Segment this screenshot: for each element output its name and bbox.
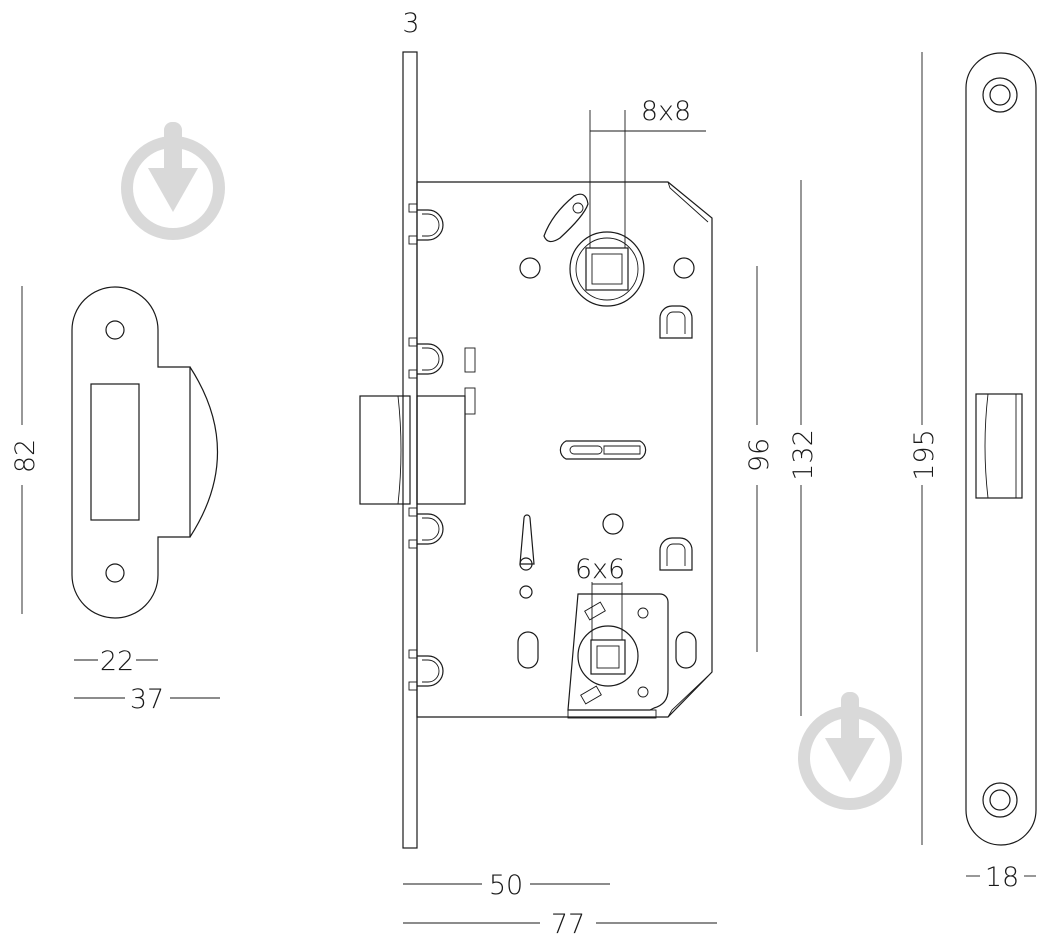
strike-total-width-label: 37 (130, 684, 164, 715)
strike-width-dimensions (74, 659, 220, 699)
download-arrow-icon (798, 692, 902, 810)
faceplate-thickness-label: 3 (402, 8, 419, 39)
depth-dimension-lines (403, 883, 717, 924)
case-depth-label: 77 (551, 909, 585, 936)
faceplate-width-label: 18 (985, 862, 1019, 893)
faceplate-front-view (965, 52, 1037, 846)
faceplate-height-label: 195 (909, 429, 940, 481)
strike-inner-width-label: 22 (100, 646, 134, 677)
thumbturn-dimension-lines (591, 582, 623, 640)
thumbturn-square-label: 6x6 (575, 554, 625, 585)
download-arrow-icon (121, 122, 225, 240)
vertical-dimension-lines (756, 180, 802, 716)
backset-label: 50 (489, 870, 523, 901)
lock-body (359, 51, 713, 849)
case-height-label: 132 (788, 429, 819, 481)
strike-height-label: 82 (10, 439, 41, 473)
spindle-dimension-lines (589, 110, 706, 248)
strike-plate (71, 286, 219, 619)
handle-distance-label: 96 (744, 438, 775, 472)
spindle-square-label: 8x8 (641, 96, 691, 127)
